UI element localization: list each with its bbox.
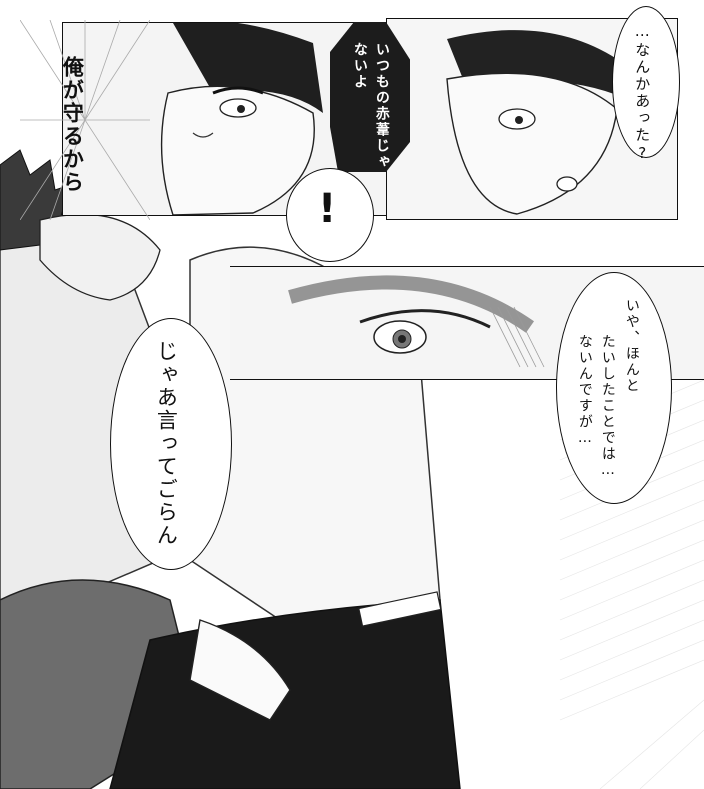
bubble-no-really-line3: ないんですが…: [576, 334, 593, 448]
bubble-what-happened-text: …なんかあった?: [633, 22, 652, 164]
bubble-say-it-text: じゃあ言ってごらん: [154, 340, 179, 547]
bubble-not-usual-line2: ないよ: [351, 42, 368, 90]
speech-bubble-what-happened: [612, 6, 680, 158]
bubble-no-really-line1: いや、ほんと: [623, 298, 640, 394]
speech-bubble-no-really: [556, 272, 672, 504]
bubble-not-usual-line1: いつもの赤葦じゃ: [373, 42, 390, 170]
bubble-no-really-line2: たいしたことでは…: [599, 334, 616, 480]
starburst-effect: [20, 20, 150, 220]
narration-protect: 俺が守るから: [60, 56, 85, 194]
speech-bubble-say-it: [110, 318, 232, 570]
speech-box-dark: [330, 22, 410, 172]
bubble-exclaim-text: !: [318, 186, 337, 232]
speech-bubble-exclaim: [286, 168, 374, 262]
